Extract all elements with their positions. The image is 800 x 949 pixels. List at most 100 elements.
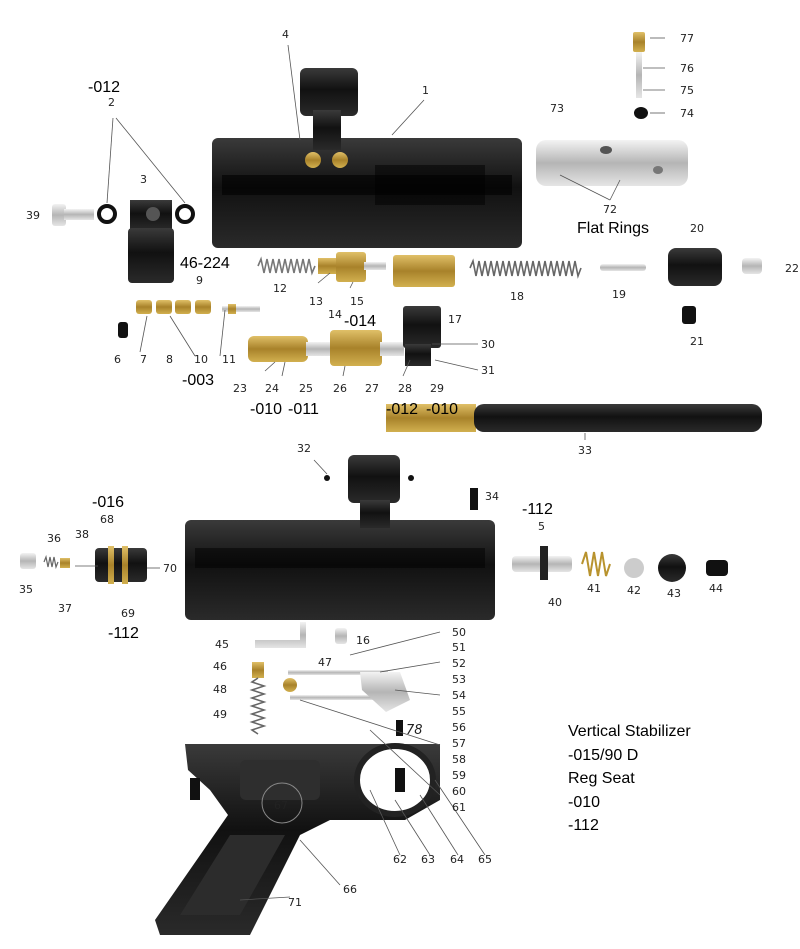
sear-parts-52-56 <box>283 670 410 712</box>
part-label: 66 <box>343 883 357 896</box>
oring-2b <box>175 204 195 224</box>
oring-label: -014 <box>344 313 376 330</box>
leader-lines <box>75 37 665 901</box>
part-label: 20 <box>690 222 704 235</box>
part-label: 13 <box>309 295 323 308</box>
oring-label: -012 <box>88 79 120 96</box>
oring-label: -010 <box>426 401 458 418</box>
screw-34 <box>470 488 478 510</box>
part-label: 21 <box>690 335 704 348</box>
part-label: 71 <box>288 896 302 909</box>
part-label: 2 <box>108 96 115 109</box>
spring-41 <box>581 551 611 577</box>
part-label: 55 <box>452 705 466 718</box>
screw-39 <box>52 204 94 226</box>
part-label: 6 <box>114 353 121 366</box>
spring-36 <box>43 554 59 570</box>
part-label: 33 <box>578 444 592 457</box>
part-label: 11 <box>222 353 236 366</box>
oring-label: -003 <box>182 372 214 389</box>
part-label: 26 <box>333 382 347 395</box>
upper-body-receiver <box>212 68 522 248</box>
part-label: 50 <box>452 626 466 639</box>
part-35 <box>20 553 36 569</box>
part-label: 47 <box>318 656 332 669</box>
part-74 <box>634 107 648 119</box>
part-45 <box>255 622 306 648</box>
part-label: 5 <box>538 520 545 533</box>
part-label: 52 <box>452 657 466 670</box>
trigger-frame-grip <box>155 743 440 935</box>
part-label: 36 <box>47 532 61 545</box>
part-label: 37 <box>58 602 72 615</box>
part-42 <box>624 558 644 578</box>
part-label: 62 <box>393 853 407 866</box>
note-line: -010 <box>568 793 601 811</box>
pin-19 <box>600 264 646 271</box>
part-3-block <box>128 200 174 283</box>
part-44 <box>706 560 728 576</box>
part-label: 64 <box>450 853 464 866</box>
part-30-block <box>403 306 441 366</box>
part-label: 45 <box>215 638 229 651</box>
note-line: Vertical Stabilizer <box>568 723 691 740</box>
flat-rings-label: Flat Rings <box>577 220 649 237</box>
oring-label: -012 <box>386 401 418 418</box>
part-label: 23 <box>233 382 247 395</box>
part-label: 68 <box>100 513 114 526</box>
part-17 <box>393 255 455 287</box>
part-label: 74 <box>680 107 694 120</box>
part-label: 56 <box>452 721 466 734</box>
part-label: 12 <box>273 282 287 295</box>
part-label: 38 <box>75 528 89 541</box>
part-label: 3 <box>140 173 147 186</box>
part-11-pin <box>222 304 260 314</box>
part-label: 42 <box>627 584 641 597</box>
part-label: 34 <box>485 490 499 503</box>
part-label: 32 <box>297 442 311 455</box>
oring-label: -112 <box>108 625 139 642</box>
part-label: 7 <box>140 353 147 366</box>
part-label: 10 <box>194 353 208 366</box>
part-label: 15 <box>350 295 364 308</box>
oring-label: -011 <box>288 401 319 418</box>
parts-75-77-pin <box>633 32 645 98</box>
part-22 <box>742 258 762 274</box>
part-label: 19 <box>612 288 626 301</box>
part-label: 69 <box>121 607 135 620</box>
oring-size-labels: -012 46-224 -003 -014 -010 -011 -012 -01… <box>88 79 649 642</box>
part-6 <box>118 322 128 338</box>
part-37 <box>60 558 70 568</box>
part-label: 9 <box>196 274 203 287</box>
part-label: 41 <box>587 582 601 595</box>
part-label: 78 <box>406 723 423 738</box>
oring-2a <box>97 204 117 224</box>
part-43 <box>658 554 686 582</box>
part-label: 73 <box>550 102 564 115</box>
part-label: 76 <box>680 62 694 75</box>
part-label: 58 <box>452 753 466 766</box>
part-label: 28 <box>398 382 412 395</box>
spring-49 <box>249 677 267 735</box>
part-label: 70 <box>163 562 177 575</box>
part-67-marker <box>261 782 303 824</box>
part-68-70-regulator <box>95 546 147 584</box>
part-32b <box>408 475 414 481</box>
part-label: 61 <box>452 801 466 814</box>
barrel-33 <box>386 404 762 432</box>
part-label: 53 <box>452 673 466 686</box>
parts-7-8-brass-rings <box>136 300 211 314</box>
oring-label: 46-224 <box>180 255 230 272</box>
part-number-labels: 1 2 3 4 5 6 7 8 9 10 11 12 13 14 15 16 1… <box>19 28 799 909</box>
part-label: 63 <box>421 853 435 866</box>
part-48 <box>252 662 264 678</box>
part-label: 8 <box>166 353 173 366</box>
part-label: 17 <box>448 313 462 326</box>
part-label: 77 <box>680 32 694 45</box>
part-label: 65 <box>478 853 492 866</box>
part-label: 27 <box>365 382 379 395</box>
part-32a <box>324 475 330 481</box>
note-line: -112 <box>568 817 599 834</box>
part-label: 72 <box>603 203 617 216</box>
